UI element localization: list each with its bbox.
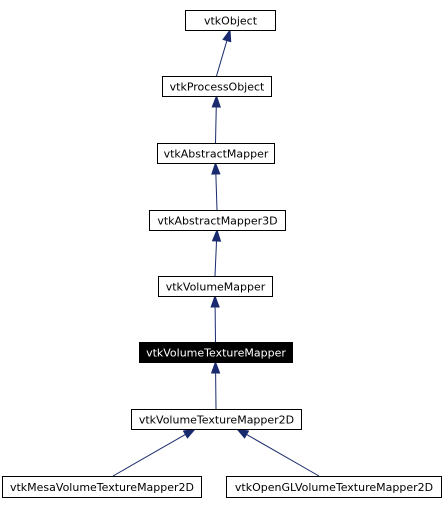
class-node-vtkOpenGLVolumeTextureMapper2D[interactable]: vtkOpenGLVolumeTextureMapper2D	[226, 476, 442, 498]
edge-arrowhead	[211, 228, 222, 242]
inheritance-edge-vtkAbstractMapper3D-to-vtkAbstractMapper	[211, 161, 221, 211]
class-label: vtkMesaVolumeTextureMapper2D	[10, 481, 194, 494]
edge-arrowhead	[182, 428, 197, 439]
edge-arrowhead	[222, 28, 232, 43]
inheritance-edge-vtkMesaVolumeTextureMapper2D-to-vtkVolumeTextureMapper2D	[112, 428, 197, 477]
edge-line	[215, 173, 218, 211]
edges-layer	[112, 28, 320, 477]
edge-arrowhead	[235, 428, 250, 439]
class-node-vtkMesaVolumeTextureMapper2D[interactable]: vtkMesaVolumeTextureMapper2D	[2, 476, 202, 498]
inheritance-edge-vtkAbstractMapper-to-vtkProcessObject	[211, 94, 221, 144]
class-node-vtkAbstractMapper[interactable]: vtkAbstractMapper	[157, 143, 275, 164]
class-label: vtkOpenGLVolumeTextureMapper2D	[235, 481, 433, 494]
edge-line	[215, 106, 217, 144]
class-label: vtkVolumeTextureMapper	[146, 347, 286, 360]
class-label: vtkObject	[204, 15, 258, 28]
inheritance-edge-vtkProcessObject-to-vtkObject	[216, 28, 232, 77]
class-label: vtkProcessObject	[170, 81, 265, 94]
edge-line	[214, 240, 218, 277]
class-box	[162, 76, 272, 97]
class-node-vtkVolumeTextureMapper2D[interactable]: vtkVolumeTextureMapper2D	[131, 409, 302, 430]
edge-arrowhead	[210, 294, 220, 308]
class-box	[157, 143, 275, 164]
class-label: vtkVolumeTextureMapper2D	[139, 414, 294, 427]
class-box	[139, 342, 293, 363]
class-box	[158, 276, 273, 297]
class-node-vtkProcessObject[interactable]: vtkProcessObject	[162, 76, 272, 97]
class-box	[2, 476, 202, 498]
class-node-vtkVolumeMapper[interactable]: vtkVolumeMapper	[158, 276, 273, 297]
inheritance-edge-vtkVolumeTextureMapper2D-to-vtkVolumeTextureMapper	[210, 360, 221, 410]
class-node-vtkObject[interactable]: vtkObject	[185, 10, 276, 31]
edge-arrowhead	[211, 94, 221, 108]
class-label: vtkVolumeMapper	[166, 281, 266, 294]
class-box	[131, 409, 302, 430]
edge-line	[246, 434, 320, 477]
class-box	[226, 476, 442, 498]
class-label: vtkAbstractMapper3D	[157, 215, 277, 228]
class-node-vtkAbstractMapper3D[interactable]: vtkAbstractMapper3D	[149, 210, 286, 231]
edge-arrowhead	[210, 360, 221, 374]
inheritance-edge-vtkOpenGLVolumeTextureMapper2D-to-vtkVolumeTextureMapper2D	[235, 428, 320, 477]
edge-line	[112, 434, 186, 477]
inheritance-edge-vtkVolumeMapper-to-vtkAbstractMapper3D	[211, 228, 222, 277]
edge-arrowhead	[211, 161, 221, 175]
class-box	[185, 10, 276, 31]
class-label: vtkAbstractMapper	[164, 148, 269, 161]
nodes-layer: vtkObject vtkProcessObject vtkAbstractMapp…	[2, 10, 442, 498]
edge-line	[216, 40, 228, 77]
class-node-vtkVolumeTextureMapper: vtkVolumeTextureMapper	[139, 342, 293, 363]
class-box	[149, 210, 286, 231]
inheritance-edge-vtkVolumeTextureMapper-to-vtkVolumeMapper	[210, 294, 220, 343]
